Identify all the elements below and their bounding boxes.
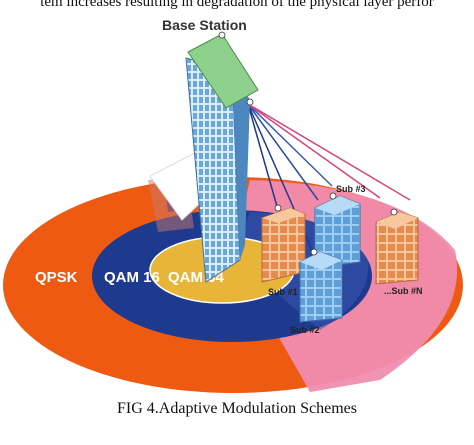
building-sub3 (314, 192, 361, 269)
sub3-label: Sub #3 (336, 184, 366, 194)
label-qam16: QAM 16 (104, 269, 160, 286)
building-subN (375, 208, 419, 285)
sub2-label: Sub #2 (290, 325, 320, 335)
header-text-fragment: tem increases resulting in degradation o… (40, 0, 434, 10)
antenna-panel (187, 33, 259, 109)
building-sub2 (299, 248, 343, 323)
building-sub1 (261, 204, 306, 283)
label-qpsk: QPSK (35, 269, 78, 286)
subN-label: ...Sub #N (384, 286, 423, 296)
sub1-label: Sub #1 (268, 287, 298, 297)
figure-caption: FIG 4.Adaptive Modulation Schemes (117, 400, 357, 417)
base-station-tower (185, 31, 259, 283)
base-station-label: Base Station (162, 17, 247, 33)
